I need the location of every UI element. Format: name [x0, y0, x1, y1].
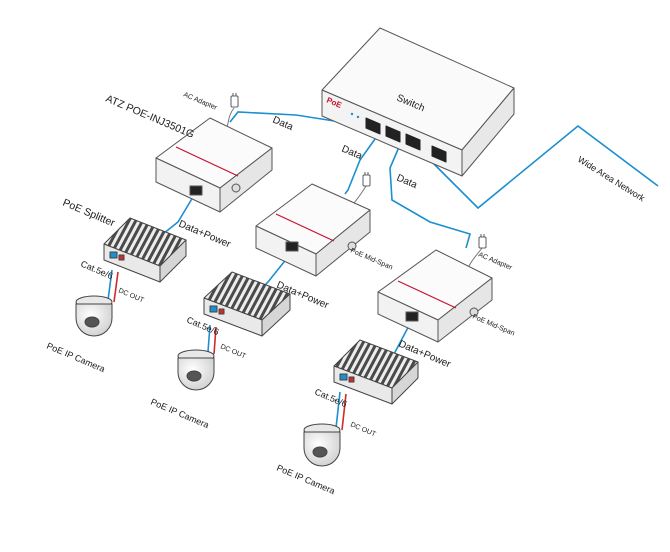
ac-plug-icon	[230, 93, 239, 108]
splitter-port	[339, 373, 348, 381]
camera-lens	[186, 370, 202, 382]
switch-port	[431, 145, 447, 163]
dcout-label-3: DC OUT	[349, 421, 377, 438]
cat-cable-1	[107, 269, 113, 301]
switch-ports	[365, 117, 447, 163]
switch-port	[365, 117, 381, 135]
camera-label-2: PoE IP Camera	[149, 397, 210, 431]
switch-leds	[350, 112, 360, 119]
mount-hole	[347, 241, 357, 251]
camera-label-3: PoE IP Camera	[275, 463, 336, 497]
dc-cable-2	[213, 326, 217, 355]
data-cables	[107, 111, 659, 429]
ac-plug-icon	[362, 172, 371, 187]
power-cables	[113, 271, 347, 431]
switch-port	[405, 133, 421, 151]
data-cable-switch-to-injector-1	[229, 111, 361, 126]
injector-side	[219, 147, 273, 213]
ip-camera-1	[75, 295, 113, 337]
splitter-side	[159, 239, 187, 283]
splitter-port	[209, 305, 218, 313]
wan-label: Wide Area Network	[576, 154, 647, 204]
splitter-port	[348, 376, 355, 383]
poe-midspan-2	[377, 249, 493, 343]
splitter-label: PoE Splitter	[61, 197, 117, 230]
poe-injector-1	[155, 117, 273, 213]
cat-cable-3	[335, 391, 341, 429]
ac-adapter-label-1: AC Adapter	[182, 91, 218, 112]
dc-cable-1	[113, 271, 119, 303]
poe-splitter-1	[103, 217, 187, 283]
camera-label-1: PoE IP Camera	[45, 341, 106, 375]
injector-port	[189, 185, 203, 196]
cat-label-3: Cat.5e/6	[313, 387, 348, 410]
dc-cable-3	[341, 393, 347, 431]
splitter-port	[109, 251, 118, 259]
dcout-label-1: DC OUT	[117, 287, 145, 304]
midspan-label-2: PoE Mid-Span	[471, 313, 515, 337]
data-label-1: Data	[271, 115, 295, 134]
model-label: ATZ POE-INJ3501G	[104, 93, 196, 141]
poe-splitter-2	[203, 271, 291, 337]
switch-side	[461, 87, 515, 177]
midspan-port	[285, 241, 299, 252]
ac-plug-icon	[478, 234, 487, 249]
midspan-side	[315, 209, 371, 277]
mount-hole	[231, 183, 241, 193]
poe-midspan-1	[255, 183, 371, 277]
poe-splitter-3	[333, 339, 419, 405]
data-cable-switch-to-midspan-1	[344, 131, 381, 195]
ip-camera-3	[303, 423, 341, 467]
dcout-label-2: DC OUT	[219, 343, 247, 360]
camera-lens	[84, 316, 100, 328]
network-switch	[321, 27, 515, 177]
mount-hole	[469, 307, 479, 317]
camera-lens	[312, 446, 328, 458]
midspan-label-1: PoE Mid-Span	[349, 247, 393, 271]
splitter-side	[261, 293, 291, 337]
splitter-side	[391, 361, 419, 405]
ip-camera-2	[177, 349, 215, 391]
midspan-port	[405, 311, 419, 322]
splitter-port	[218, 308, 225, 315]
midspan-side	[437, 277, 493, 343]
data-label-2: Data	[340, 144, 364, 163]
data-cable-switch-to-wan	[431, 124, 659, 210]
ac-adapter-label-2: AC Adapter	[477, 251, 513, 272]
splitter-port	[118, 254, 125, 261]
switch-port	[385, 125, 401, 143]
data-label-3: Data	[395, 173, 419, 192]
data-cable-switch-to-midspan-2	[389, 139, 471, 249]
ac-plug-icons	[230, 93, 487, 249]
cat-cable-2	[207, 324, 211, 353]
